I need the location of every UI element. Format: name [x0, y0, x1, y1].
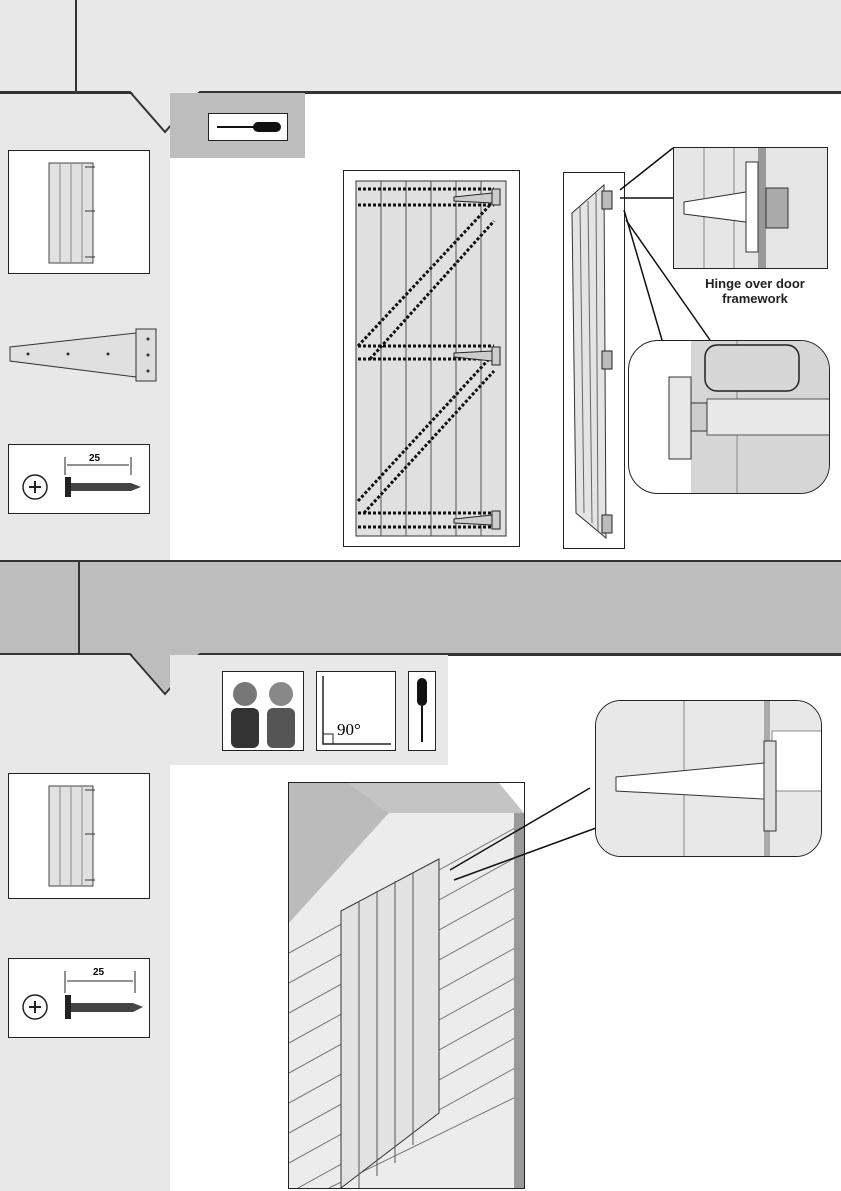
step2-header — [0, 560, 841, 656]
t-hinge-card — [8, 325, 148, 385]
two-person-icon — [222, 671, 304, 751]
step2-parts-sidebar — [0, 655, 170, 1191]
screw-length-label: 25 — [89, 453, 100, 464]
door-front-diagram — [343, 170, 520, 547]
screwdriver-icon — [408, 671, 436, 751]
door-panel-card — [8, 150, 150, 274]
step1-tool-box — [170, 93, 305, 158]
shed-callout-leaders — [440, 770, 600, 890]
screw-length-label-2: 25 — [93, 967, 104, 978]
screwdriver-icon — [208, 113, 288, 141]
step1-number-box — [0, 0, 77, 92]
right-angle-icon: 90° — [316, 671, 396, 751]
hinge-on-shed-callout — [595, 700, 822, 857]
step1-notch — [0, 90, 841, 140]
step1-header — [0, 0, 841, 94]
door-panel-card-2 — [8, 773, 150, 899]
hinge-callout-label: Hinge over door framework — [680, 276, 830, 306]
screw-card: 25 — [8, 444, 150, 514]
screw-card-2: 25 — [8, 958, 150, 1038]
angle-label: 90° — [337, 720, 361, 740]
step2-number-box — [0, 562, 80, 654]
step2-tool-box: 90° — [170, 655, 448, 765]
hinge-bubble-callout — [628, 340, 830, 494]
